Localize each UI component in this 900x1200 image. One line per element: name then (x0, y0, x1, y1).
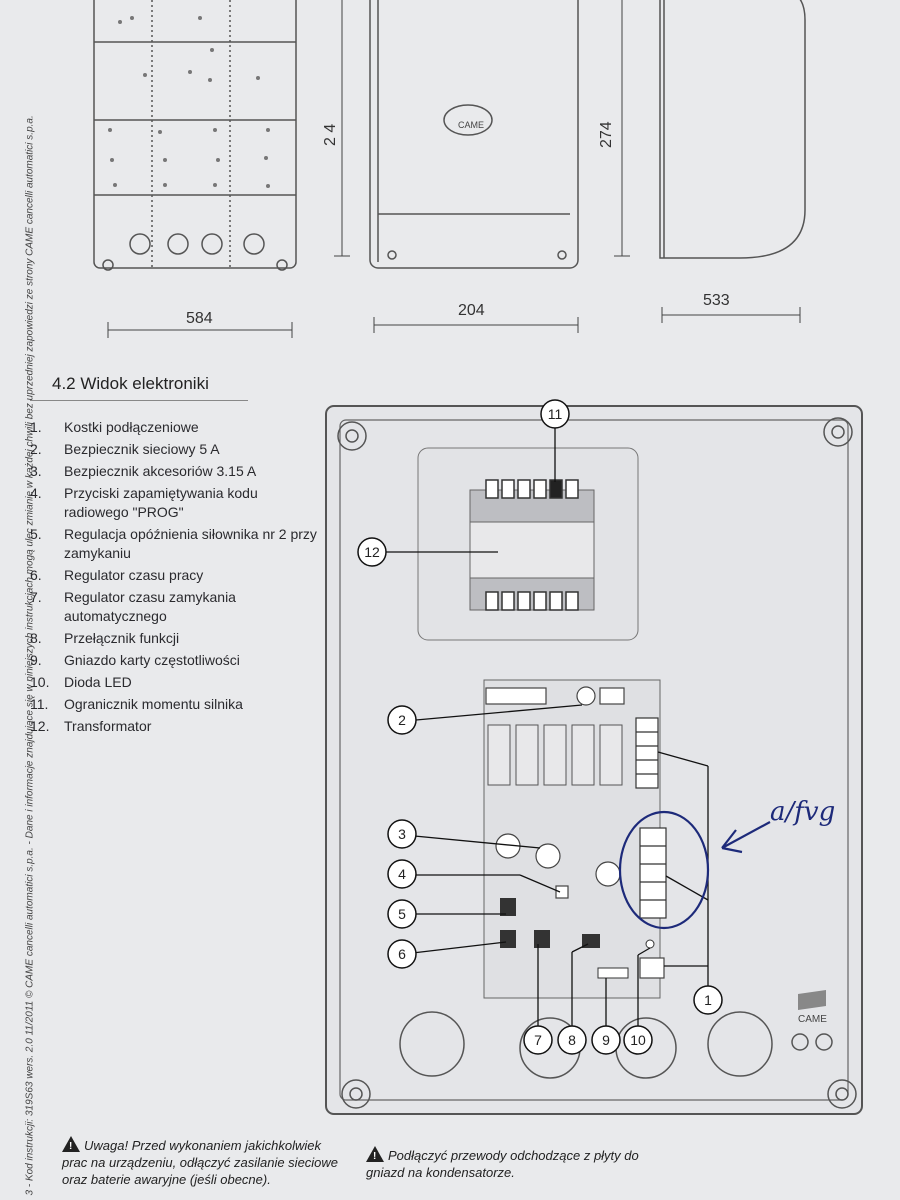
dim-side-width: 204 (458, 302, 485, 319)
section-title: 4.2 Widok elektroniki (52, 374, 209, 393)
trimmers (500, 898, 550, 948)
frequency-card-socket (597, 967, 629, 979)
side-view (369, 0, 579, 269)
callout-4: 4 (387, 859, 417, 889)
svg-text:4: 4 (398, 866, 406, 882)
cable-entry-holes (399, 1011, 833, 1079)
callout-10: 10 (623, 1025, 653, 1055)
svg-text:3: 3 (398, 826, 406, 842)
callout-5: 5 (387, 899, 417, 929)
list-item: 8.Przełącznik funkcji (30, 630, 180, 646)
callout-12: 12 (357, 537, 387, 567)
depth-view (659, 0, 806, 259)
svg-text:7: 7 (534, 1032, 542, 1048)
came-logo-text: CAME (458, 120, 484, 130)
handwritten-arrow (721, 821, 771, 854)
warning-icon: ! (62, 1136, 80, 1152)
relay-block (487, 724, 623, 786)
enclosure-drawings: CAME (93, 0, 806, 338)
svg-text:10: 10 (630, 1032, 646, 1048)
handwritten-note: a/fvg (770, 797, 835, 827)
parts-list: 1.Kostki podłączeniowe 2.Bezpiecznik sie… (30, 418, 320, 739)
led (645, 939, 655, 949)
svg-text:2: 2 (398, 712, 406, 728)
svg-text:8: 8 (568, 1032, 576, 1048)
list-item: 1.Kostki podłączeniowe (30, 419, 199, 435)
svg-text:5: 5 (398, 906, 406, 922)
list-item: 10.Dioda LED (30, 674, 132, 690)
warning-right: !Podłączyć przewody odchodzące z płyty d… (366, 1146, 639, 1180)
list-item: 9.Gniazdo karty częstotliwości (30, 652, 240, 668)
warning-left: !Uwaga! Przed wykonaniem jakichkolwiek p… (62, 1136, 339, 1187)
list-item: 12.Transformator (30, 718, 152, 734)
svg-text:12: 12 (364, 544, 380, 560)
front-view (93, 0, 297, 271)
list-item: 6.Regulator czasu pracy (30, 567, 204, 583)
warning-icon: ! (366, 1146, 384, 1162)
svg-text:9: 9 (602, 1032, 610, 1048)
front-view-dots (108, 16, 270, 188)
callout-11: 11 (540, 399, 570, 429)
callout-1: 1 (693, 985, 723, 1015)
svg-text:11: 11 (548, 406, 563, 422)
list-item: 4.Przyciski zapamiętywania kodu radioweg… (30, 485, 258, 520)
transformer-top-terminals (485, 479, 579, 499)
terminal-block-upper (635, 717, 659, 789)
section-underline (30, 400, 248, 401)
list-item: 11.Ogranicznik momentu silnika (30, 696, 243, 712)
dim-front-width: 584 (186, 310, 213, 327)
handwritten-circle (618, 810, 710, 930)
callout-7: 7 (523, 1025, 553, 1055)
svg-text:6: 6 (398, 946, 406, 962)
came-logo-label: CAME (798, 1014, 827, 1025)
list-item: 5.Regulacja opóźnienia siłownika nr 2 pr… (30, 526, 317, 561)
svg-text:1: 1 (704, 992, 712, 1008)
callout-9: 9 (591, 1025, 621, 1055)
list-item: 2.Bezpiecznik sieciowy 5 A (30, 441, 220, 457)
callout-6: 6 (387, 939, 417, 969)
callout-8: 8 (557, 1025, 587, 1055)
list-item: 7.Regulator czasu zamykania automatyczne… (30, 589, 236, 624)
came-logo-shape (798, 990, 826, 1010)
list-item: 3.Bezpiecznik akcesoriów 3.15 A (30, 463, 257, 479)
callout-2: 2 (387, 705, 417, 735)
callout-3: 3 (387, 819, 417, 849)
terminal-block-lower (639, 827, 667, 919)
corner-screws (337, 417, 857, 1109)
dim-depth: 533 (703, 292, 730, 309)
transformer-bottom-terminals (485, 591, 579, 611)
